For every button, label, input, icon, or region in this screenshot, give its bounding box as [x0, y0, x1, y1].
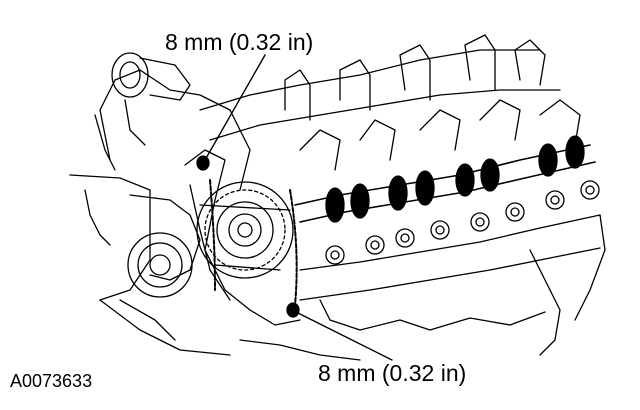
cylinder-head-top	[199, 34, 581, 171]
callout-top-leader	[196, 54, 266, 171]
engine-block-outline	[69, 69, 251, 356]
valve-springs	[325, 180, 600, 265]
chain-guide	[184, 149, 301, 326]
figure-id-label: A0073633	[10, 371, 93, 391]
pipe-outlet	[111, 52, 191, 101]
cylinder-head-lower	[239, 214, 606, 361]
camshaft	[294, 135, 596, 223]
marker-bottom	[286, 302, 300, 318]
callout-top-label: 8 mm (0.32 in)	[165, 29, 314, 55]
crank-pulley	[119, 232, 193, 341]
timing-chain	[209, 179, 298, 306]
cam-sprocket	[196, 181, 294, 279]
callout-bottom-label: 8 mm (0.32 in)	[318, 360, 467, 386]
callout-bottom-leader	[286, 302, 393, 361]
marker-top	[196, 155, 210, 171]
